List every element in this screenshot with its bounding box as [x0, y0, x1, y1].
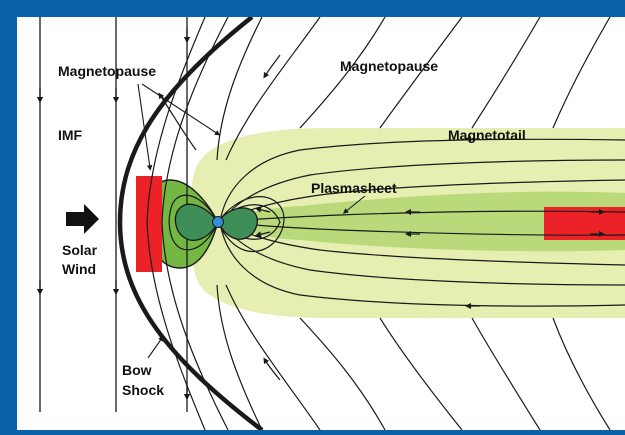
magnetopause-top-label: Magnetopause: [340, 58, 438, 74]
dayside-reconnection-region: [136, 176, 162, 272]
solar-wind-label-line2: Wind: [62, 261, 96, 277]
imf-label: IMF: [58, 127, 83, 143]
bow-shock-label-line2: Shock: [122, 382, 164, 398]
plasmasheet-label: Plasmasheet: [311, 180, 397, 196]
bow-shock-label-line1: Bow: [122, 362, 152, 378]
magnetotail-label: Magnetotail: [448, 127, 526, 143]
magnetopause-left-label: Magnetopause: [58, 63, 156, 79]
earth: [213, 217, 224, 228]
solar-wind-label-line1: Solar: [62, 242, 98, 258]
